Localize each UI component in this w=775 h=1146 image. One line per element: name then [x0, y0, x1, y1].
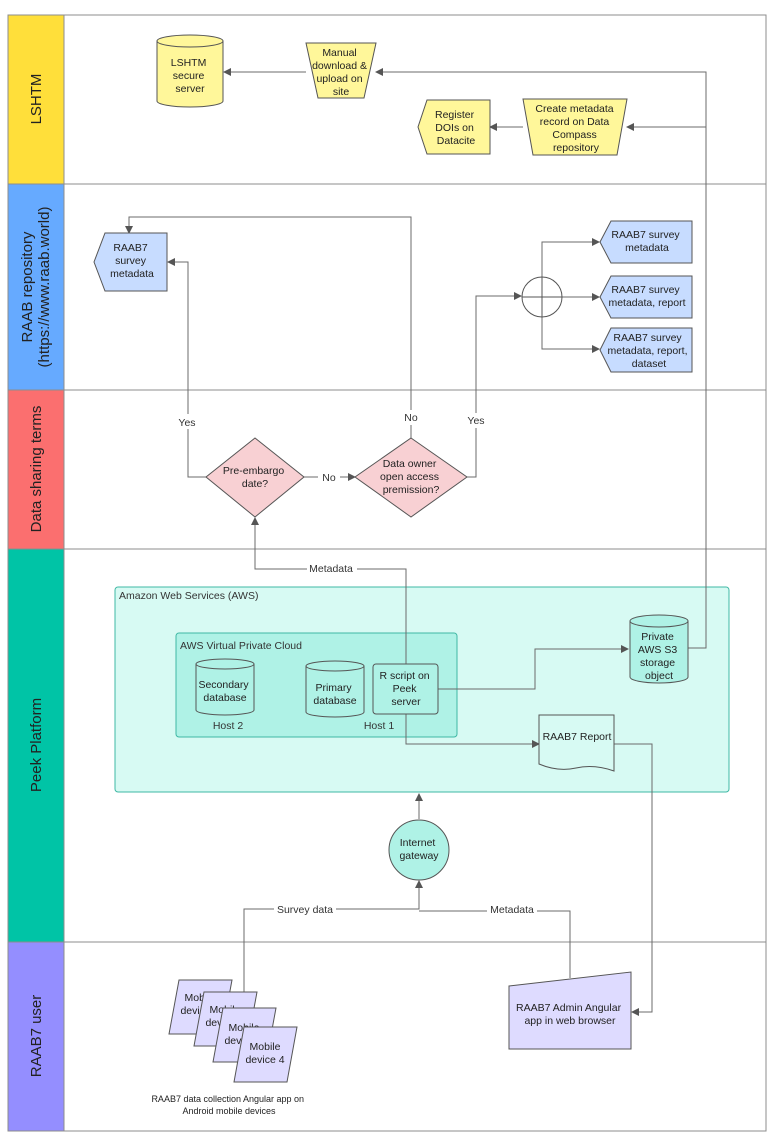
lane-user-header: [7, 941, 65, 1132]
edge-or-to-dataset: [541, 317, 600, 353]
edge-owner-no: [125, 216, 412, 438]
lane-peek-header: [7, 548, 65, 943]
s3-storage-text: Private AWS S3 storage object: [638, 631, 680, 682]
label-no-top: No: [404, 412, 418, 424]
host1-label: Host 1: [364, 720, 395, 732]
r-script-node: R script on Peek server: [372, 663, 439, 715]
lane-peek-label: Peek Platform: [28, 698, 45, 792]
output-dataset-text: RAAB7 survey metadata, report, dataset: [608, 332, 691, 370]
admin-app-text: RAAB7 Admin Angular app in web browser: [516, 1002, 624, 1027]
label-no-mid: No: [322, 472, 336, 484]
edge-admin-metadata: [419, 910, 571, 978]
raab7-survey-left-text: RAAB7 survey metadata: [110, 242, 154, 280]
edge-script-to-report: [405, 714, 540, 748]
lane-user-label: RAAB7 user: [28, 995, 45, 1078]
edge-owner-yes: [467, 292, 522, 478]
mobile-caption: RAAB7 data collection Angular app on And…: [151, 1094, 306, 1116]
edge-or-to-metadata: [541, 238, 600, 277]
pre-embargo-text: Pre-embargo date?: [223, 465, 287, 490]
lane-lshtm: LSHTM: [7, 14, 766, 185]
aws-label: Amazon Web Services (AWS): [119, 590, 258, 602]
lane-peek-platform: Peek Platform: [7, 548, 766, 943]
edge-pre-embargo-yes: [167, 258, 206, 478]
owner-permission-text: Data owner open access premission?: [380, 458, 442, 496]
output-dataset-node: RAAB7 survey metadata, report, dataset: [599, 327, 693, 373]
label-yes-left: Yes: [178, 417, 195, 429]
manual-download-text: Manual download & upload on site: [312, 47, 370, 98]
output-report-node: RAAB7 survey metadata, report: [599, 275, 693, 319]
internet-gateway-text: Internet gateway: [399, 837, 439, 862]
secondary-database-node: Secondary database: [195, 658, 255, 716]
r-script-text: R script on Peek server: [379, 670, 432, 708]
register-dois-text: Register DOIs on Datacite: [435, 109, 477, 147]
label-metadata-up: Metadata: [309, 563, 353, 575]
lane-raab-repository: RAAB repository (https://www.raab.world): [7, 183, 766, 391]
s3-storage-node: Private AWS S3 storage object: [629, 614, 689, 684]
edges: [125, 68, 707, 1016]
host2-label: Host 2: [213, 720, 244, 732]
manual-download-node: Manual download & upload on site: [305, 42, 377, 99]
output-report-text: RAAB7 survey metadata, report: [608, 284, 685, 309]
lane-raab-header: [7, 183, 65, 391]
vpc-label: AWS Virtual Private Cloud: [180, 640, 302, 652]
lane-sharing-header: [7, 389, 65, 550]
edge-script-to-s3: [438, 645, 629, 690]
pre-embargo-decision: Pre-embargo date?: [205, 437, 305, 518]
label-metadata-admin: Metadata: [490, 904, 534, 916]
primary-database-node: Primary database: [305, 660, 365, 718]
lane-lshtm-label: LSHTM: [28, 74, 45, 125]
create-metadata-text: Create metadata record on Data Compass r…: [535, 103, 616, 154]
lane-raab-label: RAAB repository: [19, 231, 36, 342]
lane-raab7-user: RAAB7 user: [7, 941, 65, 1132]
outer-frame: [7, 14, 767, 1132]
label-yes-right: Yes: [467, 415, 484, 427]
edge-s3-to-download: [375, 68, 707, 649]
raab7-survey-metadata-left-node: RAAB7 survey metadata: [93, 232, 168, 292]
lshtm-server-node: LSHTM secure server: [156, 34, 224, 108]
or-junction: [521, 276, 563, 318]
lshtm-server-text: LSHTM secure server: [171, 57, 210, 95]
create-metadata-node: Create metadata record on Data Compass r…: [522, 98, 628, 156]
owner-permission-decision: Data owner open access premission?: [354, 437, 468, 518]
lane-data-sharing: Data sharing terms: [7, 389, 766, 550]
register-dois-node: Register DOIs on Datacite: [417, 99, 491, 155]
output-metadata-node: RAAB7 survey metadata: [599, 220, 693, 264]
admin-app-node: RAAB7 Admin Angular app in web browser: [508, 971, 632, 1050]
primary-database-text: Primary database: [313, 682, 356, 707]
lane-sharing-label: Data sharing terms: [28, 406, 45, 533]
raab7-report-node: RAAB7 Report: [538, 714, 615, 772]
edge-report-to-admin: [614, 743, 653, 1016]
lane-lshtm-header: [7, 14, 65, 185]
lane-raab-sublabel: (https://www.raab.world): [36, 207, 53, 368]
secondary-database-text: Secondary database: [198, 679, 251, 704]
output-metadata-text: RAAB7 survey metadata: [611, 229, 682, 254]
edge-labels: Yes No No Yes Metadata Survey data Metad…: [175, 410, 537, 917]
internet-gateway-node: Internet gateway: [388, 819, 450, 881]
raab7-report-text: RAAB7 Report: [543, 731, 612, 743]
label-survey-data: Survey data: [277, 904, 333, 916]
